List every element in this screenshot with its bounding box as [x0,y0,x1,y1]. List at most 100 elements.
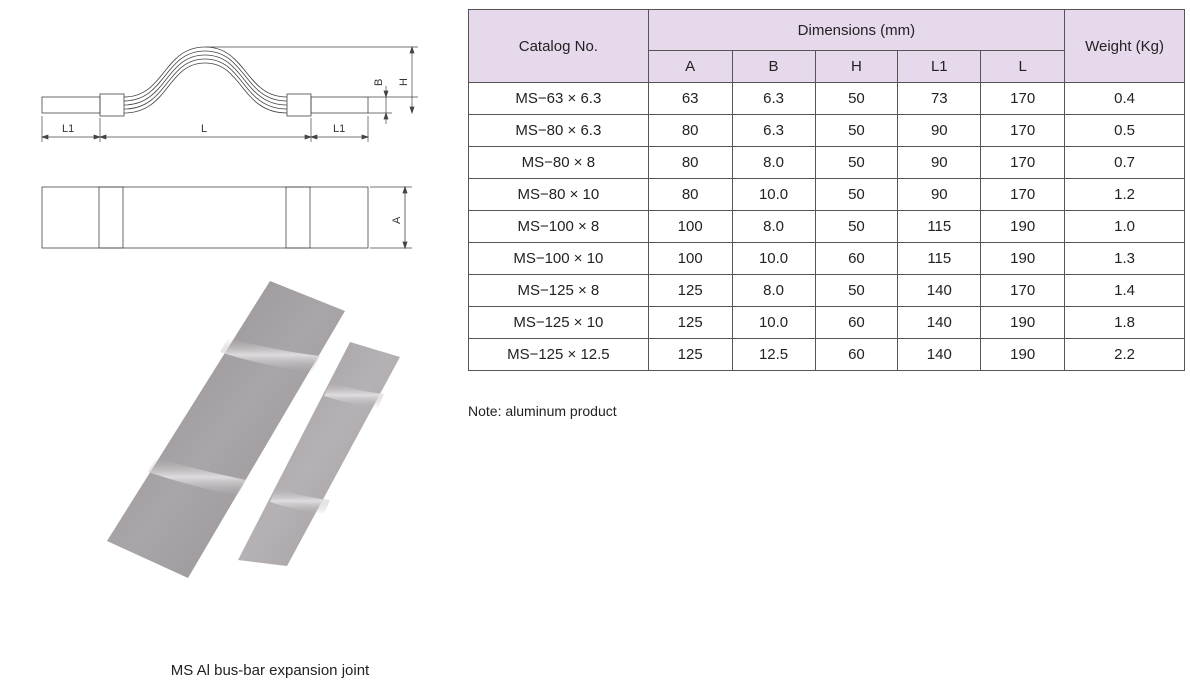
table-cell: 170 [980,146,1066,179]
catalog-number-cell: MS−80 × 6.3 [468,114,649,147]
table-cell: 190 [980,338,1066,371]
wide-bar-weld-top [220,338,320,372]
catalog-header: Catalog No. [468,9,649,83]
table-cell: 10.0 [731,242,816,275]
drawing-svg: L1 L L1 B H A [40,45,418,578]
table-cell: 170 [980,178,1066,211]
dim-label-l: L [201,123,207,135]
dim-label-l1-right: L1 [333,123,345,135]
table-cell: 8.0 [731,210,816,243]
table-cell: 0.7 [1064,146,1185,179]
catalog-number-cell: MS−125 × 8 [468,274,649,307]
sub-header-l1: L1 [897,50,982,83]
dim-label-a: A [391,216,403,224]
table-cell: 80 [647,178,733,211]
technical-drawing: L1 L L1 B H A MS Al bus-bar expansion jo… [0,0,460,693]
catalog-number-cell: MS−125 × 12.5 [468,338,649,371]
table-cell: 2.2 [1064,338,1185,371]
table-cell: 8.0 [731,146,816,179]
table-cell: 50 [814,274,899,307]
dimension-lines [40,45,418,142]
table-cell: 80 [647,114,733,147]
sub-header-a: A [647,50,733,83]
table-cell: 190 [980,242,1066,275]
top-view-bar [41,186,369,249]
table-cell: 50 [814,114,899,147]
right-end-bar [310,96,369,114]
right-clamp [286,93,312,117]
table-cell: 170 [980,82,1066,115]
table-cell: 50 [814,82,899,115]
table-cell: 125 [647,274,733,307]
catalog-number-cell: MS−100 × 10 [468,242,649,275]
table-cell: 6.3 [731,82,816,115]
header-row-top: Catalog No. Dimensions (mm) Weight (Kg) [468,9,1185,83]
table-cell: 190 [980,210,1066,243]
wide-bar-weld-bottom [148,458,246,496]
table-cell: 90 [897,178,982,211]
left-end-bar [41,96,101,114]
sub-header-b: B [731,50,816,83]
table-cell: 140 [897,274,982,307]
table-cell: 63 [647,82,733,115]
table-cell: 60 [814,338,899,371]
table-cell: 190 [980,306,1066,339]
table-cell: 0.5 [1064,114,1185,147]
sub-header-l: L [980,50,1066,83]
catalog-number-cell: MS−80 × 8 [468,146,649,179]
table-cell: 50 [814,178,899,211]
top-view-left-clamp [98,186,124,249]
catalog-number-cell: MS−125 × 10 [468,306,649,339]
table-cell: 50 [814,146,899,179]
weight-header: Weight (Kg) [1064,9,1185,83]
flexible-laminations [123,46,288,114]
side-view [41,46,369,117]
dim-label-l1-left: L1 [62,123,74,135]
header-row-sub: A B H L1 L [469,50,1185,83]
table-cell: 10.0 [731,306,816,339]
table-cell: 1.4 [1064,274,1185,307]
dim-label-h: H [398,78,410,86]
table-cell: 140 [897,306,982,339]
table-cell: 90 [897,146,982,179]
product-photo [107,281,400,578]
note-text: Note: aluminum product [468,403,617,419]
table-cell: 170 [980,274,1066,307]
table-cell: 12.5 [731,338,816,371]
top-view-right-clamp [285,186,311,249]
table-cell: 0.4 [1064,82,1185,115]
table-cell: 140 [897,338,982,371]
table-cell: 115 [897,210,982,243]
table-cell: 6.3 [731,114,816,147]
narrow-bar-weld-top [324,382,384,408]
catalog-number-cell: MS−100 × 8 [468,210,649,243]
table-cell: 1.0 [1064,210,1185,243]
table-cell: 115 [897,242,982,275]
table-cell: 60 [814,242,899,275]
table-cell: 50 [814,210,899,243]
product-caption: MS Al bus-bar expansion joint [170,662,370,679]
table-cell: 1.2 [1064,178,1185,211]
table-cell: 125 [647,338,733,371]
left-clamp [99,93,125,117]
catalog-number-cell: MS−80 × 10 [468,178,649,211]
table-cell: 10.0 [731,178,816,211]
table-cell: 1.3 [1064,242,1185,275]
catalog-number-cell: MS−63 × 6.3 [468,82,649,115]
specification-table: Catalog No. Dimensions (mm) Weight (Kg) … [468,9,1185,371]
table-cell: 73 [897,82,982,115]
table-cell: 100 [647,242,733,275]
table-cell: 125 [647,306,733,339]
table-cell: 90 [897,114,982,147]
narrow-bar-weld-bottom [270,488,330,514]
